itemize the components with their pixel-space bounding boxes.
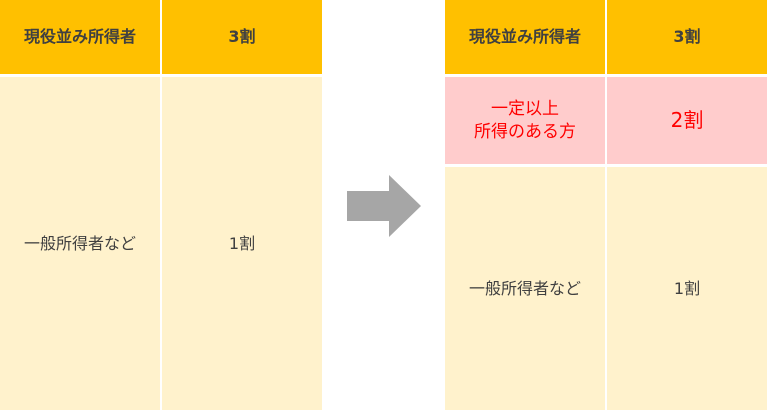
after-row-general-label: 一般所得者など — [445, 167, 605, 410]
before-row-active-income-rate: 3割 — [162, 0, 322, 74]
after-row-active-income-rate: 3割 — [607, 0, 767, 74]
before-row-active-income-label: 現役並み所得者 — [0, 0, 160, 74]
before-row-general-rate: 1割 — [162, 77, 322, 410]
after-table: 現役並み所得者 3割 一定以上 所得のある方 2割 一般所得者など 1割 — [445, 0, 767, 410]
after-row-certain-income-label: 一定以上 所得のある方 — [445, 77, 605, 164]
before-table: 現役並み所得者 3割 一般所得者など 1割 — [0, 0, 322, 410]
before-row-general-label: 一般所得者など — [0, 77, 160, 410]
after-row-active-income-label: 現役並み所得者 — [445, 0, 605, 74]
after-row-general-rate: 1割 — [607, 167, 767, 410]
right-arrow-icon — [347, 175, 421, 237]
label-line-2: 所得のある方 — [474, 121, 576, 142]
after-row-certain-income-rate: 2割 — [607, 77, 767, 164]
label-line-1: 一定以上 — [491, 98, 559, 119]
